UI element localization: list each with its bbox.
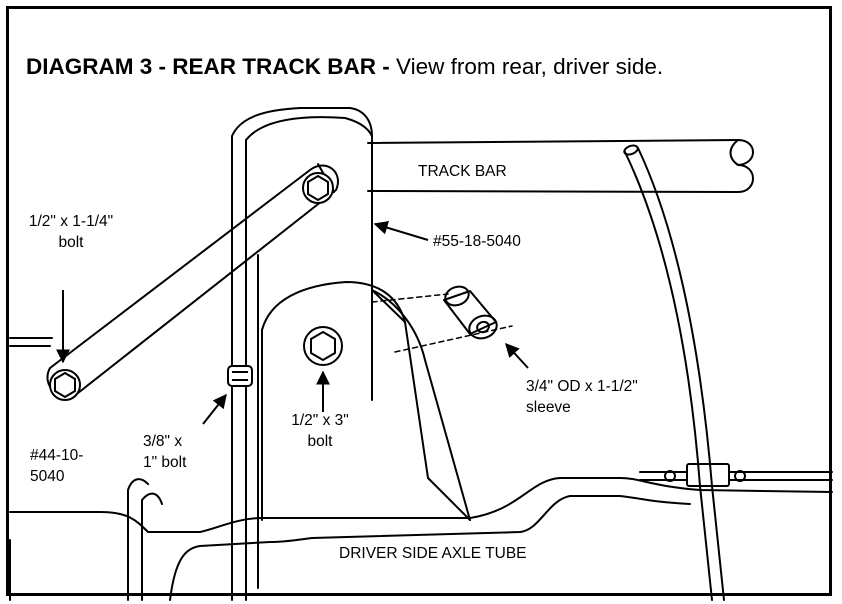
sleeve-guide-lines (371, 293, 513, 353)
lower-link-bolt-icon (49, 369, 81, 401)
link-part-label-line1: #44-10- (30, 447, 84, 464)
link-arm (46, 163, 339, 399)
track-bar-label: TRACK BAR (418, 163, 507, 180)
pivot-bolt-label-line1: 1/2" x 3" (291, 412, 349, 429)
small-bolt-icon (227, 365, 253, 387)
upper-link-bolt-icon (302, 172, 334, 204)
sleeve-label-line2: sleeve (526, 399, 571, 416)
pivot-bolt-label-line2: bolt (307, 433, 333, 450)
diagram-title-bold: DIAGRAM 3 - REAR TRACK BAR - (26, 54, 390, 79)
brake-line (623, 144, 833, 601)
diagram-title: DIAGRAM 3 - REAR TRACK BAR - View from r… (26, 54, 663, 80)
sleeve-label-line1: 3/4" OD x 1-1/2" (526, 378, 638, 395)
axle-tube-label: DRIVER SIDE AXLE TUBE (339, 545, 527, 562)
small-bolt-arrow (202, 393, 227, 425)
sleeve (443, 285, 498, 340)
diagram-title-normal: View from rear, driver side. (389, 54, 664, 79)
small-bolt-label-line1: 3/8" x (143, 433, 183, 450)
sleeve-label: 3/4" OD x 1-1/2" sleeve (526, 376, 638, 418)
axle-tube (9, 477, 833, 601)
small-bolt-label-line2: 1" bolt (143, 454, 187, 471)
link-bolt-label: 1/2" x 1-1/4" bolt (18, 211, 124, 253)
small-bolt-label: 3/8" x 1" bolt (143, 431, 186, 473)
bracket-part-label: #55-18-5040 (433, 233, 521, 250)
link-part-label: #44-10- 5040 (30, 445, 83, 487)
pivot-bolt-label: 1/2" x 3" bolt (270, 410, 370, 452)
track-bar-tube (367, 139, 754, 193)
bracket-part-arrow (373, 220, 429, 241)
sleeve-arrow (505, 342, 529, 369)
pivot-bolt-icon (303, 326, 343, 366)
lower-bracket (261, 281, 471, 521)
link-bolt-label-line1: 1/2" x 1-1/4" (28, 213, 114, 230)
link-part-label-line2: 5040 (30, 468, 65, 485)
upright-bracket (231, 107, 373, 601)
frame-rail-lines (9, 337, 53, 347)
link-bolt-label-line2: bolt (58, 234, 84, 251)
